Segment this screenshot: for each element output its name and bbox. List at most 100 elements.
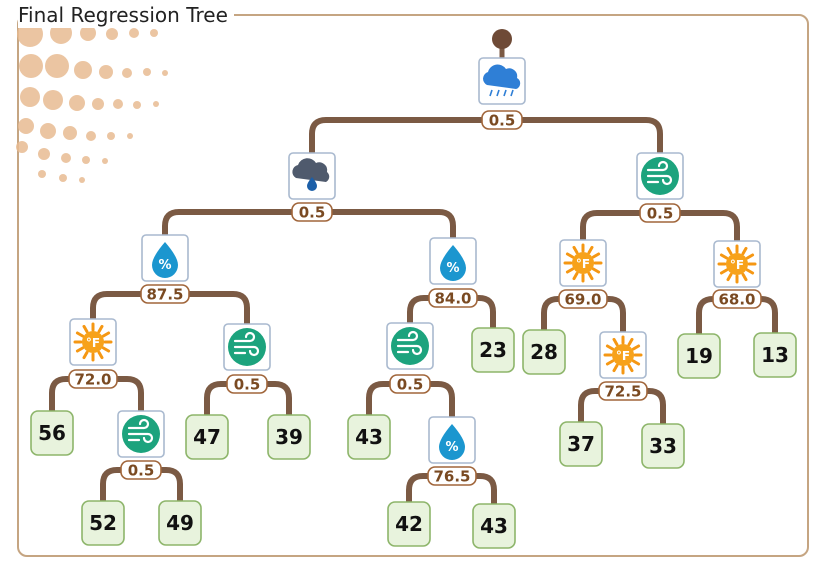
split-threshold-badge bbox=[291, 202, 333, 222]
leaf-node: 43 bbox=[472, 503, 516, 549]
leaf-node: 28 bbox=[522, 329, 566, 375]
leaf-box bbox=[267, 414, 311, 460]
leaf-value: 33 bbox=[649, 434, 677, 458]
leaf-node: 56 bbox=[30, 410, 74, 456]
leaf-box bbox=[677, 333, 721, 379]
leaf-value: 37 bbox=[567, 432, 595, 456]
decorative-dot bbox=[82, 156, 90, 164]
split-threshold-badge bbox=[428, 288, 478, 308]
decorative-dot bbox=[106, 28, 118, 40]
split-threshold-badge bbox=[226, 374, 268, 394]
split-threshold-label: 76.5 bbox=[433, 468, 470, 486]
leaf-box bbox=[559, 421, 603, 467]
leaf-value: 47 bbox=[193, 425, 221, 449]
svg-text:%: % bbox=[445, 440, 458, 455]
decorative-dot bbox=[102, 158, 108, 164]
leaf-node: 33 bbox=[641, 423, 685, 469]
split-threshold-badge bbox=[558, 289, 608, 309]
humidity-icon: % bbox=[152, 242, 178, 278]
split-threshold-badge bbox=[68, 369, 118, 389]
split-threshold-label: 87.5 bbox=[146, 286, 183, 304]
decorative-dot bbox=[143, 68, 151, 76]
split-threshold-badge bbox=[140, 284, 190, 304]
decorative-dot bbox=[18, 118, 34, 134]
leaf-box bbox=[185, 414, 229, 460]
leaf-box bbox=[81, 500, 125, 546]
decorative-dot bbox=[80, 25, 96, 41]
decorative-dot bbox=[43, 90, 63, 110]
split-threshold-badge bbox=[120, 460, 162, 480]
split-threshold-badge bbox=[712, 289, 762, 309]
root-stem bbox=[492, 29, 512, 58]
leaf-box bbox=[30, 410, 74, 456]
wind-icon bbox=[641, 157, 679, 195]
decorative-dot bbox=[86, 131, 96, 141]
split-threshold-label: 0.5 bbox=[128, 462, 155, 480]
temperature-icon: °F bbox=[603, 335, 643, 375]
leaf-value: 23 bbox=[479, 338, 507, 362]
leaf-node: 23 bbox=[471, 327, 515, 373]
cloud-drop-icon bbox=[292, 158, 330, 191]
svg-text:%: % bbox=[446, 261, 459, 276]
split-threshold-badge bbox=[427, 466, 477, 486]
leaf-value: 43 bbox=[480, 514, 508, 538]
decorative-dot bbox=[107, 132, 115, 140]
decorative-dot bbox=[133, 101, 141, 109]
leaf-box bbox=[522, 329, 566, 375]
split-threshold-label: 0.5 bbox=[234, 376, 261, 394]
leaf-value: 13 bbox=[761, 343, 789, 367]
svg-text:°F: °F bbox=[616, 349, 630, 363]
split-node: 0.5 bbox=[223, 323, 271, 394]
temperature-icon: °F bbox=[717, 244, 757, 284]
temperature-icon: °F bbox=[563, 243, 603, 283]
svg-text:°F: °F bbox=[730, 258, 744, 272]
decorative-dot bbox=[150, 29, 158, 37]
decorative-dot bbox=[122, 68, 132, 78]
split-node: % 76.5 bbox=[427, 416, 477, 486]
wind-icon bbox=[391, 327, 429, 365]
split-threshold-label: 72.5 bbox=[604, 383, 641, 401]
decorative-dot bbox=[153, 101, 159, 107]
leaf-box bbox=[158, 500, 202, 546]
split-threshold-badge bbox=[598, 381, 648, 401]
svg-text:°F: °F bbox=[576, 257, 590, 271]
leaf-value: 52 bbox=[89, 511, 117, 535]
leaf-box bbox=[753, 332, 797, 378]
rain-cloud-icon bbox=[483, 64, 521, 97]
split-threshold-badge bbox=[389, 374, 431, 394]
svg-text:°F: °F bbox=[86, 336, 100, 350]
diagram-frame bbox=[17, 14, 809, 557]
decorative-dot bbox=[19, 54, 43, 78]
split-node: °F 72.5 bbox=[598, 331, 648, 401]
decorative-dot bbox=[40, 123, 56, 139]
split-node: % 84.0 bbox=[428, 237, 478, 308]
decorative-dot bbox=[162, 70, 168, 76]
decorative-dot bbox=[38, 148, 50, 160]
decorative-dot bbox=[74, 61, 92, 79]
split-threshold-label: 0.5 bbox=[489, 112, 516, 130]
split-threshold-label: 84.0 bbox=[434, 290, 471, 308]
diagram-title: Final Regression Tree bbox=[18, 2, 234, 28]
decorative-dot bbox=[92, 98, 104, 110]
leaf-value: 43 bbox=[355, 425, 383, 449]
leaf-box bbox=[641, 423, 685, 469]
split-threshold-label: 69.0 bbox=[564, 291, 601, 309]
split-threshold-label: 72.0 bbox=[74, 371, 111, 389]
split-node: 0.5 bbox=[117, 410, 165, 480]
leaf-node: 43 bbox=[347, 414, 391, 460]
humidity-icon: % bbox=[439, 424, 465, 460]
leaf-node: 37 bbox=[559, 421, 603, 467]
decorative-dot bbox=[69, 95, 85, 111]
split-threshold-label: 0.5 bbox=[397, 376, 424, 394]
svg-text:%: % bbox=[158, 258, 171, 273]
leaf-node: 13 bbox=[753, 332, 797, 378]
split-threshold-label: 68.0 bbox=[718, 291, 755, 309]
split-node: % 87.5 bbox=[140, 234, 190, 304]
leaf-value: 39 bbox=[275, 425, 303, 449]
leaf-box bbox=[471, 327, 515, 373]
root-knob bbox=[492, 29, 512, 49]
decorative-dots bbox=[16, 21, 168, 183]
decorative-dot bbox=[16, 141, 28, 153]
